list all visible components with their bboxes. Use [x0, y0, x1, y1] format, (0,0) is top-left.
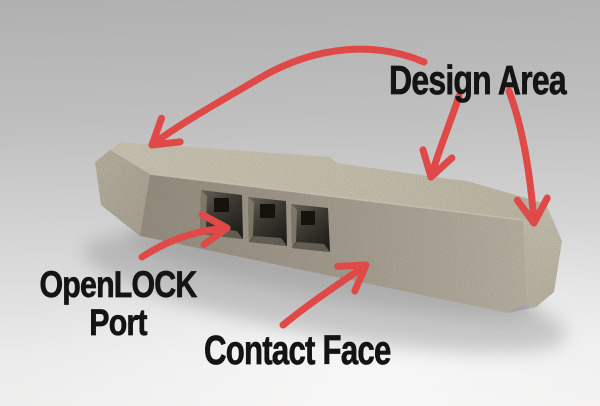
block	[95, 142, 562, 313]
arrow-openlock-port	[138, 211, 231, 261]
block-grain-texture	[95, 142, 562, 313]
openlock-port-label-line1: OpenLOCK	[39, 264, 197, 305]
arrow-design-area-left-end	[148, 45, 428, 149]
arrow-contact-face	[279, 261, 370, 329]
arrow-design-area-right-end	[505, 87, 551, 227]
annotation-arrows	[138, 45, 551, 329]
arrow-design-area-middle	[419, 92, 463, 181]
openlock-port-label: OpenLOCK Port	[36, 264, 200, 343]
design-area-label: Design Area	[389, 57, 567, 103]
contact-face-label: Contact Face	[204, 327, 392, 373]
openlock-port-label-line2: Port	[89, 302, 148, 343]
